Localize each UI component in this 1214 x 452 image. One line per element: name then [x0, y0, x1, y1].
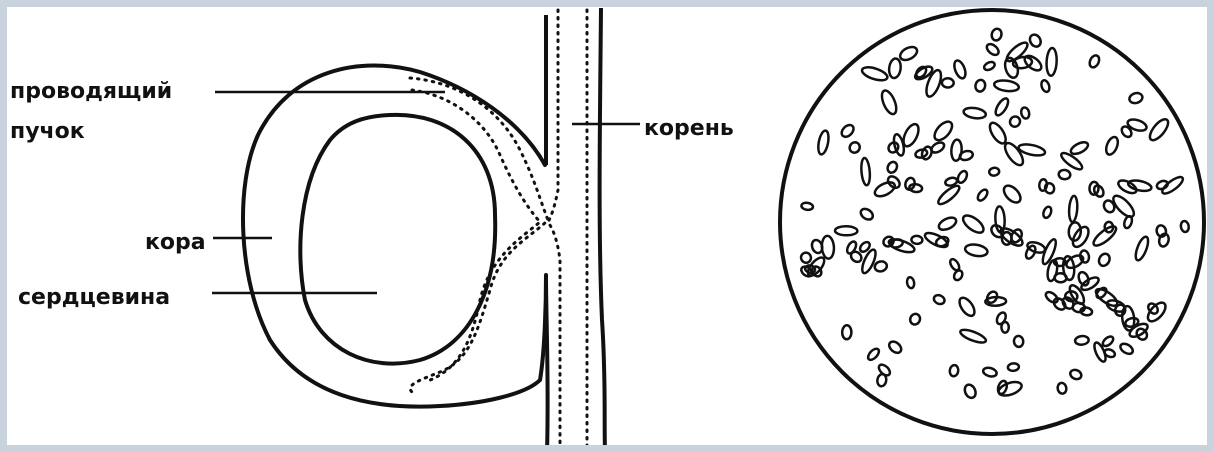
diagram-canvas: проводящий пучок кора сердцевина корень [7, 7, 1207, 445]
bacteroid [1075, 335, 1089, 345]
bacteroid [987, 120, 1009, 146]
bacteroid [1133, 235, 1150, 262]
bacteroid [886, 160, 899, 174]
bacteroid [1040, 79, 1051, 93]
cell-cross-section [780, 10, 1204, 434]
bacteroid [839, 123, 855, 139]
bacteroid [949, 365, 959, 377]
bacteroid [908, 312, 921, 326]
bacteroid [906, 277, 915, 289]
bacteroid [1104, 135, 1120, 156]
bacteroid [1008, 363, 1020, 371]
bacteroid [1160, 174, 1185, 196]
bacteroid [983, 60, 996, 71]
bacteroid [959, 327, 987, 345]
bacteroid [1101, 335, 1115, 348]
bacteroid [1088, 54, 1101, 69]
bacteroid [842, 325, 851, 339]
bacteroid [1004, 40, 1030, 64]
bacteroid [982, 366, 997, 377]
label-vascular-bundle-line1: проводящий [10, 80, 172, 104]
bacteroid [1147, 116, 1172, 143]
bacteroid [817, 130, 831, 156]
label-vascular-bundle-line2: пучок [10, 120, 85, 144]
bacteroid [873, 179, 897, 199]
bacteroid [799, 251, 813, 265]
bacteroid [942, 78, 954, 88]
bacteroid [931, 119, 955, 144]
bacteroid [1092, 341, 1108, 363]
label-pith: сердцевина [18, 286, 170, 310]
bacteroid [1046, 48, 1057, 76]
bacteroid [1008, 114, 1022, 128]
nodule-illustration [7, 7, 1207, 445]
bacteroid [911, 236, 923, 245]
bacteroid [1054, 273, 1066, 283]
bacteroid [994, 79, 1020, 93]
bacteroid [1020, 107, 1030, 120]
bacteroid [989, 167, 1000, 176]
bacteroid [848, 140, 862, 154]
bacteroid [887, 339, 903, 355]
bacteroid [861, 65, 889, 83]
bacteroid [879, 89, 899, 117]
root-left-wall-lower [546, 275, 548, 445]
bacteroid [990, 28, 1002, 42]
bacteroid [1119, 342, 1135, 356]
bacteroid [900, 122, 921, 149]
bacteroid [976, 188, 989, 202]
bacteroid [859, 207, 875, 222]
bacteroid [1097, 252, 1112, 268]
bacteroid [1044, 182, 1056, 195]
bacteroid [995, 311, 1007, 326]
bacteroid [1028, 33, 1043, 49]
pith-outline [300, 115, 495, 364]
bacteroid [874, 260, 888, 272]
bacteroid [835, 226, 858, 235]
bacteroid [1001, 183, 1024, 206]
bacteroid [1127, 179, 1152, 193]
bacteroid [985, 42, 1001, 57]
bacteroid [932, 294, 945, 306]
bacteroid [888, 58, 902, 79]
bacteroid [1042, 206, 1053, 219]
bacteroid [974, 79, 986, 93]
bacteroid [1058, 169, 1071, 180]
bacteroid [960, 212, 986, 236]
bacteroid [948, 258, 961, 272]
bacteroid [898, 44, 919, 62]
bacteroid [1069, 368, 1083, 381]
bacteroid [1013, 335, 1024, 347]
bacteroid [952, 59, 968, 80]
bacteroid [1024, 244, 1037, 260]
bacteroid [957, 295, 978, 318]
bacteroid [866, 347, 881, 362]
bacteroid [1128, 92, 1143, 105]
bacteroid [1180, 220, 1189, 232]
bacteroid [860, 158, 871, 186]
root-stele-left-dots [548, 10, 560, 445]
bacteroid [937, 215, 958, 232]
bacteroid [930, 140, 946, 154]
bacteroid [963, 106, 987, 119]
bacteroid [1069, 140, 1090, 156]
bacteroid [1044, 290, 1060, 305]
bacteroid [801, 202, 813, 211]
bacteroid [1057, 382, 1068, 394]
bacteroid [963, 383, 978, 400]
root-right-wall [600, 8, 605, 445]
bacteroid [1068, 196, 1078, 222]
bacteroid [964, 243, 988, 258]
label-root: корень [644, 117, 734, 141]
label-cortex: кора [145, 231, 206, 255]
bacteroids-group [799, 28, 1189, 400]
bacteroid [993, 97, 1010, 118]
